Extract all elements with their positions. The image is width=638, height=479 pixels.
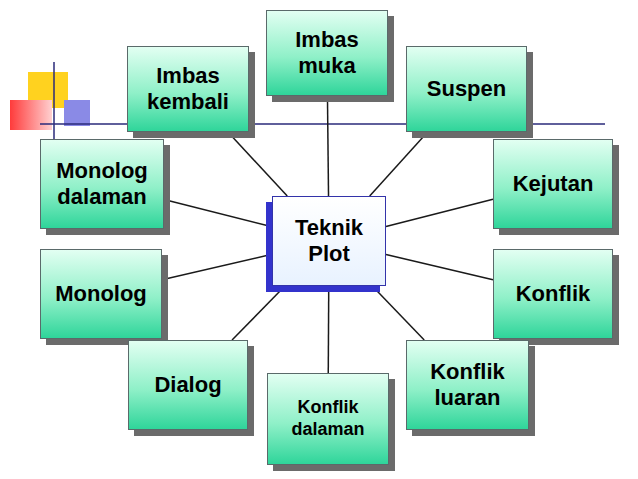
node-label: Teknik Plot <box>279 215 379 268</box>
node-label: Monolog dalaman <box>47 158 157 211</box>
red-square <box>10 100 52 130</box>
technique-box: Kejutan <box>493 139 613 229</box>
connector-line <box>162 254 272 280</box>
connector-line <box>370 132 428 196</box>
blue-square <box>64 100 90 126</box>
technique-box: Konflik <box>493 249 613 339</box>
node-label: Konflik <box>516 281 591 307</box>
node-label: Konflik luaran <box>413 359 522 412</box>
connector-line <box>372 286 424 340</box>
technique-box: Monolog dalaman <box>40 139 164 229</box>
technique-box: Imbas muka <box>266 10 388 96</box>
connector-line <box>232 286 285 340</box>
connector-line <box>164 200 272 227</box>
connector-line <box>386 254 493 279</box>
node-label: Monolog <box>55 281 147 307</box>
node-label: Imbas muka <box>273 27 381 80</box>
technique-box: Monolog <box>40 249 162 339</box>
node-label: Suspen <box>427 76 506 102</box>
technique-box: Konflik dalaman <box>267 373 389 465</box>
node-label: Imbas kembali <box>134 63 242 116</box>
center-box: Teknik Plot <box>272 196 386 286</box>
technique-box: Imbas kembali <box>127 46 249 132</box>
technique-box: Dialog <box>128 340 248 430</box>
technique-box: Suspen <box>406 46 527 132</box>
connector-line <box>228 132 287 196</box>
connector-line <box>328 286 330 373</box>
node-label: Konflik dalaman <box>274 397 382 440</box>
node-label: Kejutan <box>513 171 594 197</box>
template-rule <box>53 62 55 140</box>
connector-line <box>386 199 493 226</box>
node-label: Dialog <box>154 372 221 398</box>
connector-line <box>327 96 328 196</box>
technique-box: Konflik luaran <box>406 340 529 430</box>
